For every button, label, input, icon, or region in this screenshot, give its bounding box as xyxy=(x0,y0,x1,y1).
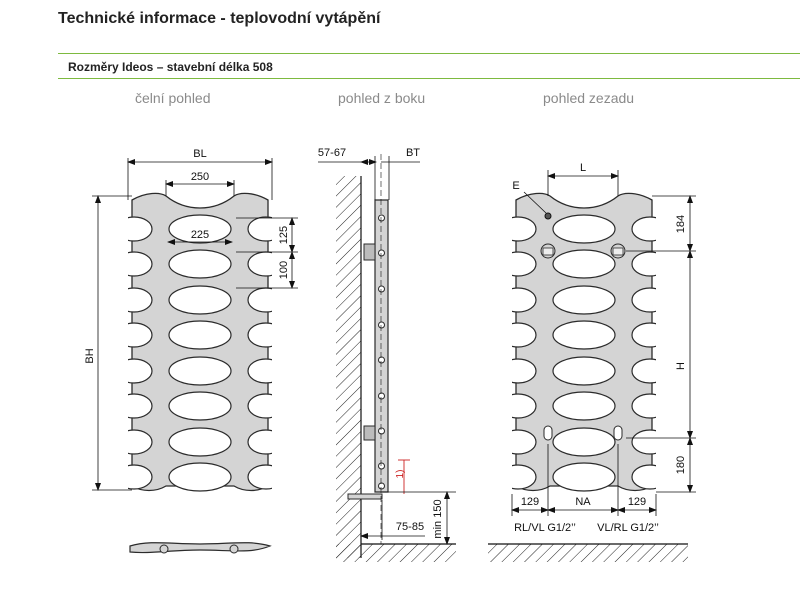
dim-l: L xyxy=(580,162,586,174)
label-rl-vl: RL/VL G1/2’’ xyxy=(514,522,576,534)
front-dimensions xyxy=(92,158,298,491)
header-divider xyxy=(58,53,800,54)
section-subtitle: Rozměry Ideos – stavební délka 508 xyxy=(68,60,273,74)
dim-225: 225 xyxy=(191,229,209,241)
side-view-drawing xyxy=(336,154,456,562)
rear-oval-center xyxy=(552,214,616,244)
front-view-label: čelní pohled xyxy=(135,90,211,106)
front-side-notches xyxy=(108,190,292,490)
side-node xyxy=(378,427,385,435)
dim-100: 100 xyxy=(278,261,290,279)
dim-min-150: min 150 xyxy=(432,499,444,538)
rear-oval-center xyxy=(552,320,616,350)
dim-129-right: 129 xyxy=(628,496,646,508)
wall-bracket-top xyxy=(363,243,376,261)
side-dimensions xyxy=(318,156,456,545)
dim-75-85: 75-85 xyxy=(396,521,424,533)
note-marker-1: 1) xyxy=(395,470,406,479)
side-node xyxy=(378,392,385,400)
rear-oval-center xyxy=(552,249,616,279)
slot-left-icon xyxy=(543,425,553,441)
radiator-bottom-outline xyxy=(129,542,272,554)
mount-left-icon xyxy=(540,243,556,259)
bottom-connector-left xyxy=(159,544,169,554)
side-node xyxy=(378,321,385,329)
vent-e-icon xyxy=(544,212,552,220)
front-oval-center xyxy=(168,285,232,315)
pipe-connection xyxy=(347,493,383,500)
dim-bt: BT xyxy=(406,147,420,159)
front-oval-center xyxy=(168,391,232,421)
dim-184: 184 xyxy=(675,215,687,233)
dim-250: 250 xyxy=(191,171,209,183)
front-oval-center xyxy=(168,462,232,492)
side-profile-nodes xyxy=(378,214,385,490)
label-vl-rl: VL/RL G1/2’’ xyxy=(597,522,659,534)
subtitle-divider xyxy=(58,78,800,79)
dim-bh: BH xyxy=(84,348,96,363)
radiator-side-profile xyxy=(374,199,389,493)
front-edge-left xyxy=(108,190,128,490)
label-e: E xyxy=(512,180,519,192)
front-oval-center xyxy=(168,249,232,279)
front-oval-center xyxy=(168,427,232,457)
rear-oval-center xyxy=(552,285,616,315)
mount-right-icon xyxy=(610,243,626,259)
side-node xyxy=(378,214,385,222)
dim-125: 125 xyxy=(278,226,290,244)
page-title: Technické informace - teplovodní vytápěn… xyxy=(58,10,381,27)
rear-oval-center xyxy=(552,427,616,457)
front-oval-center xyxy=(168,320,232,350)
rear-oval-center xyxy=(552,462,616,492)
side-node xyxy=(378,482,385,490)
wall-bracket-bottom xyxy=(363,425,376,441)
rear-side-notches xyxy=(492,190,676,490)
rear-dimensions xyxy=(511,170,696,516)
slot-right-icon xyxy=(613,425,623,441)
dim-na: NA xyxy=(575,496,591,508)
rear-edge-right xyxy=(656,190,676,490)
front-view-drawing xyxy=(108,190,292,554)
rear-oval-center xyxy=(552,356,616,386)
side-node xyxy=(378,249,385,257)
side-node xyxy=(378,285,385,293)
side-node xyxy=(378,356,385,364)
side-view-label: pohled z boku xyxy=(338,90,426,106)
floor-hatch xyxy=(336,544,456,562)
rear-floor-hatch xyxy=(488,544,688,562)
dim-h: H xyxy=(675,362,687,370)
rear-view-label: pohled zezadu xyxy=(543,90,635,106)
bottom-connector-right xyxy=(229,544,239,554)
dim-180: 180 xyxy=(675,456,687,474)
dim-bl: BL xyxy=(193,148,206,160)
dim-57-67: 57-67 xyxy=(318,147,346,159)
side-node xyxy=(378,462,385,470)
front-edge-right xyxy=(272,190,292,490)
dim-129-left: 129 xyxy=(521,496,539,508)
wall-hatch xyxy=(336,176,361,558)
rear-view-drawing xyxy=(488,190,688,562)
rear-oval-center xyxy=(552,391,616,421)
front-oval-center xyxy=(168,356,232,386)
rear-edge-left xyxy=(492,190,512,490)
